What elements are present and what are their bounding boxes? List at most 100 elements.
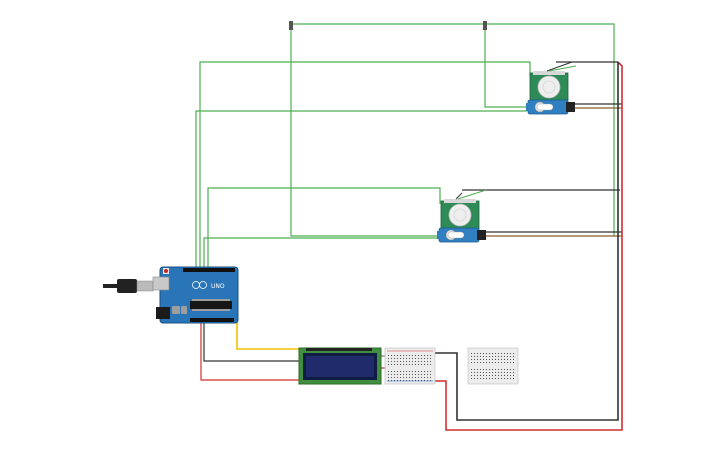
breadboard-hole	[403, 358, 404, 359]
breadboard-hole	[430, 371, 431, 372]
breadboard-hole	[427, 361, 428, 362]
breadboard-hole	[501, 359, 502, 360]
micro-servo-middle[interactable]	[437, 227, 486, 243]
breadboard-hole	[489, 375, 490, 376]
breadboard-hole	[388, 377, 389, 378]
breadboard-hole	[415, 374, 416, 375]
breadboard-hole	[430, 374, 431, 375]
black-ground-rail-wire[interactable]	[433, 62, 619, 421]
breadboard-hole	[483, 359, 484, 360]
breadboard-hole	[418, 355, 419, 356]
arduino-uno-board[interactable]: UNO	[152, 266, 239, 324]
breadboard-hole	[483, 372, 484, 373]
breadboard-hole	[486, 353, 487, 354]
lcd-16x2-display[interactable]	[298, 347, 382, 385]
green-wire-left-drop[interactable]	[290, 24, 440, 237]
servo-middle-connector	[477, 230, 486, 240]
breadboard-hole	[394, 380, 395, 381]
breadboard-hole	[418, 364, 419, 365]
breadboard-hole	[477, 362, 478, 363]
breadboard-hole	[492, 353, 493, 354]
breadboard-hole	[492, 369, 493, 370]
breadboard-hole	[495, 362, 496, 363]
breadboard-hole	[489, 359, 490, 360]
breadboard-hole	[480, 378, 481, 379]
breadboard-hole	[409, 361, 410, 362]
breadboard-hole	[406, 377, 407, 378]
breadboard-hole	[504, 359, 505, 360]
breadboard-hole	[409, 364, 410, 365]
breadboard-hole	[480, 353, 481, 354]
green-wire-arduino-to-pir1[interactable]	[199, 61, 531, 268]
micro-servo-top[interactable]	[526, 99, 575, 115]
pir-sensor-top[interactable]	[529, 61, 577, 102]
breadboard-hole	[498, 375, 499, 376]
breadboard-hole	[394, 377, 395, 378]
green-wire-pir1-drop[interactable]	[484, 24, 530, 108]
breadboard-hole	[397, 371, 398, 372]
breadboard-hole	[498, 362, 499, 363]
breadboard-hole	[504, 372, 505, 373]
breadboard-hole	[397, 361, 398, 362]
breadboard-hole	[480, 372, 481, 373]
breadboard-hole	[495, 375, 496, 376]
breadboard-hole	[486, 362, 487, 363]
breadboard-hole	[495, 353, 496, 354]
breadboard-hole	[412, 380, 413, 381]
breadboard-hole	[513, 378, 514, 379]
breadboard-hole	[510, 353, 511, 354]
breadboard-hole	[504, 369, 505, 370]
green-wire-arduino-to-servo2[interactable]	[203, 237, 438, 268]
pir-sensor-middle[interactable]	[440, 189, 487, 230]
breadboard-hole	[391, 377, 392, 378]
breadboard-hole	[400, 361, 401, 362]
breadboard-hole	[400, 380, 401, 381]
breadboard-hole	[427, 364, 428, 365]
red-wire-arduino-5v[interactable]	[200, 322, 300, 381]
breadboard-hole	[471, 375, 472, 376]
breadboard-hole	[418, 380, 419, 381]
breadboard-hole	[397, 380, 398, 381]
breadboard-hole	[421, 377, 422, 378]
usb-plug-icon[interactable]	[103, 279, 154, 293]
breadboard-hole	[504, 353, 505, 354]
breadboard-hole	[507, 372, 508, 373]
breadboard-hole	[403, 355, 404, 356]
breadboard-hole	[406, 364, 407, 365]
breadboard-hole	[394, 355, 395, 356]
breadboard-hole	[471, 362, 472, 363]
breadboard-hole	[406, 371, 407, 372]
arduino-board-label: UNO	[211, 283, 225, 290]
wire-connector-left	[289, 21, 293, 30]
green-wire-top-bus[interactable]	[291, 23, 615, 236]
breadboard-hole	[421, 358, 422, 359]
breadboard-hole	[501, 356, 502, 357]
breadboard-hole	[483, 378, 484, 379]
black-wire-arduino-gnd[interactable]	[203, 322, 300, 362]
breadboard-hole	[394, 361, 395, 362]
mini-breadboard-left[interactable]	[384, 347, 436, 385]
breadboard-hole	[507, 375, 508, 376]
breadboard-hole	[427, 377, 428, 378]
breadboard-hole	[424, 377, 425, 378]
breadboard-hole	[388, 364, 389, 365]
breadboard-hole	[403, 374, 404, 375]
breadboard-hole	[507, 359, 508, 360]
breadboard-hole	[480, 356, 481, 357]
breadboard-hole	[474, 359, 475, 360]
breadboard-hole	[504, 375, 505, 376]
breadboard-hole	[507, 378, 508, 379]
breadboard-hole	[489, 378, 490, 379]
breadboard-hole	[492, 356, 493, 357]
green-wire-arduino-to-servo1[interactable]	[195, 110, 527, 268]
breadboard-hole	[510, 356, 511, 357]
green-wire-arduino-to-pir2[interactable]	[207, 187, 441, 268]
red-power-rail-wire[interactable]	[433, 61, 623, 431]
breadboard-hole	[477, 372, 478, 373]
breadboard-hole	[421, 374, 422, 375]
yellow-wire-arduino-to-lcd[interactable]	[229, 267, 300, 350]
breadboard-hole	[501, 372, 502, 373]
arduino-top-header	[183, 268, 235, 272]
mini-breadboard-right[interactable]	[467, 347, 519, 385]
